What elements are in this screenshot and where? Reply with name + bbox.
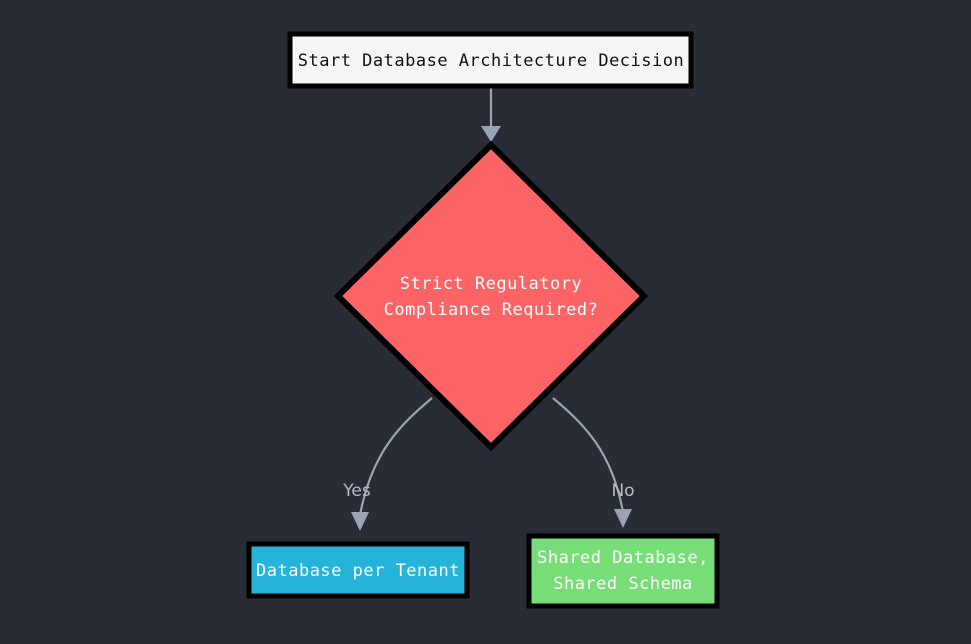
arrowhead-icon-start-to-decision — [481, 126, 501, 142]
node-db-per-tenant-label: Database per Tenant — [256, 561, 460, 581]
node-shared-db-shared-schema[interactable]: Shared Database, Shared Schema — [526, 533, 720, 609]
edge-decision-yes: Yes — [342, 397, 433, 531]
node-decision-shape[interactable] — [333, 140, 649, 452]
node-decision-label-line2: Compliance Required? — [384, 300, 599, 320]
arrowhead-icon-decision-no — [614, 509, 632, 528]
node-start-label: Start Database Architecture Decision — [298, 51, 684, 71]
node-decision[interactable]: Strict Regulatory Compliance Required? — [333, 140, 649, 452]
node-start[interactable]: Start Database Architecture Decision — [287, 31, 694, 89]
edge-start-to-decision — [481, 86, 501, 142]
edge-decision-no: No — [552, 397, 635, 528]
node-start-shape[interactable] — [287, 31, 694, 89]
node-db-per-tenant-shape[interactable] — [246, 541, 470, 599]
edge-line-decision-yes — [358, 397, 433, 516]
node-decision-label-line1: Strict Regulatory — [400, 274, 583, 294]
node-shared-db-shared-schema-shape[interactable] — [526, 533, 720, 609]
node-db-per-tenant[interactable]: Database per Tenant — [246, 541, 470, 599]
arrowhead-icon-decision-yes — [351, 512, 369, 531]
edge-label-no: No — [611, 481, 634, 501]
node-shared-db-shared-schema-label-line2: Shared Schema — [553, 574, 693, 594]
edge-line-decision-no — [552, 397, 625, 513]
node-shared-db-shared-schema-label-line1: Shared Database, — [537, 548, 709, 568]
edge-label-yes: Yes — [342, 481, 371, 501]
